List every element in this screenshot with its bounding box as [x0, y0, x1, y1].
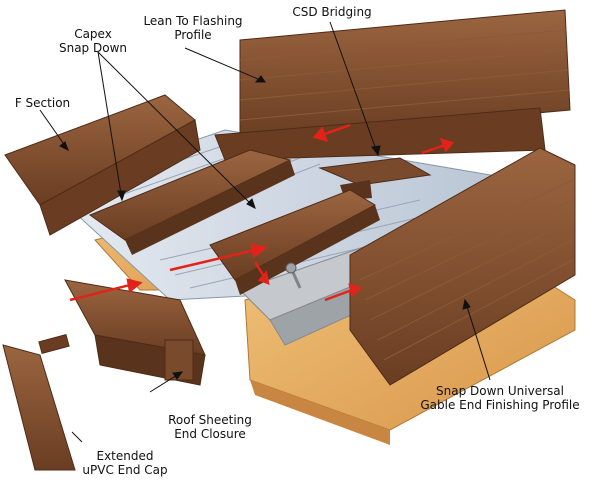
label-roof-sheeting-end-closure: Roof Sheeting End Closure	[168, 413, 252, 441]
label-lean-to-flashing: Lean To Flashing Profile	[143, 14, 243, 42]
label-extended-upvc-end-cap: Extended uPVC End Cap	[82, 449, 168, 477]
upvc-end-cap	[2, 333, 76, 471]
red-arrows	[69, 123, 455, 302]
capex-snap-down	[88, 149, 380, 295]
label-capex-snap-down: Capex Snap Down	[58, 27, 127, 55]
label-csd-bridging: CSD Bridging	[292, 5, 372, 19]
label-f-section: F Section	[14, 96, 71, 110]
gable-end-profile	[349, 147, 576, 386]
lean-to-flashing	[214, 9, 571, 161]
label-snap-down-universal: Snap Down Universal Gable End Finishing …	[420, 384, 580, 412]
f-section	[4, 94, 201, 236]
leader-lines	[39, 21, 491, 443]
screw-icon	[285, 262, 302, 289]
